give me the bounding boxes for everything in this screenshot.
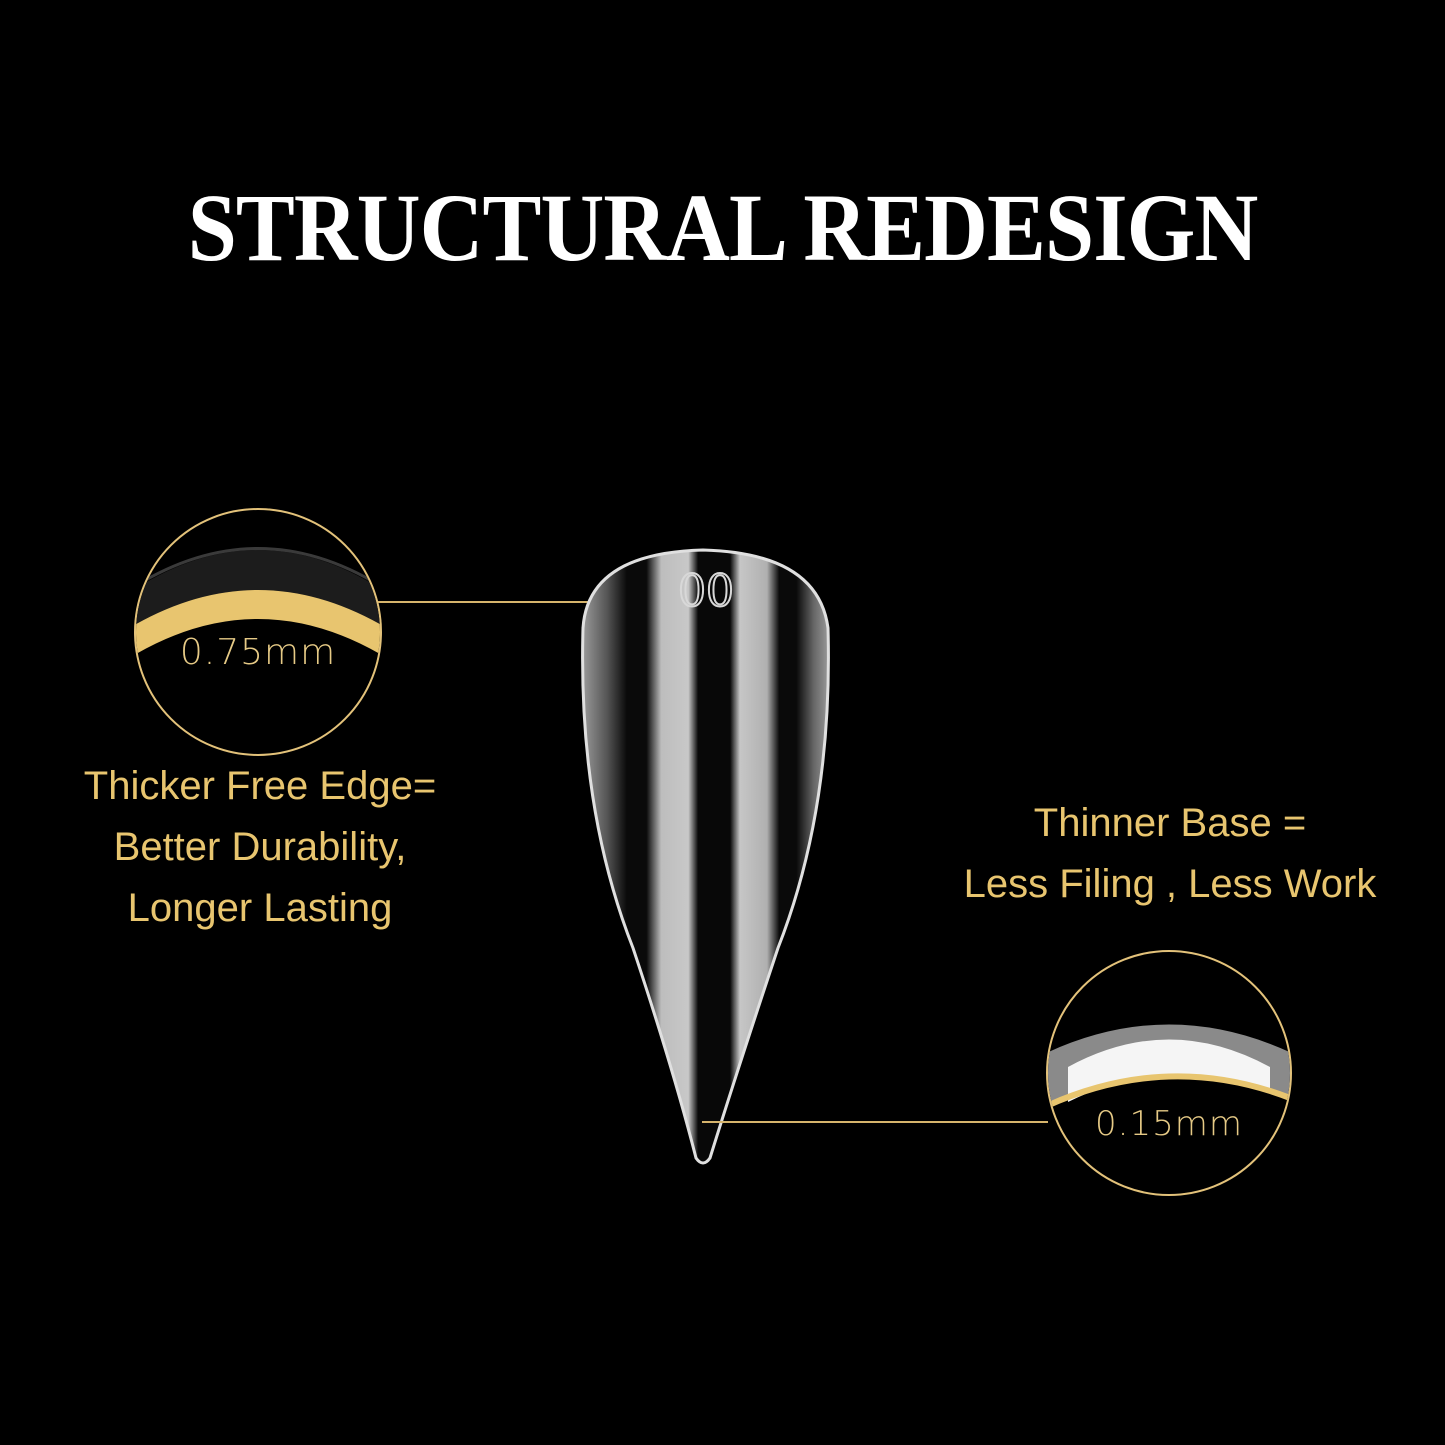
free-edge-measurement: 0.75mm [179, 632, 337, 673]
free-edge-connector-line [378, 601, 652, 603]
thick-edge-cross-section-icon [136, 547, 380, 655]
size-marking: 00 [678, 566, 734, 617]
caption-line: Thinner Base = [1033, 801, 1307, 845]
caption-line: Longer Lasting [127, 886, 393, 930]
nail-tip-image: 00 [581, 548, 830, 1165]
caption-line: Better Durability, [113, 825, 407, 869]
free-edge-caption: Thicker Free Edge= Better Durability, Lo… [20, 756, 500, 939]
caption-line: Thicker Free Edge= [83, 764, 437, 808]
page-title: STRUCTURAL REDESIGN [187, 174, 1259, 281]
base-connector-line [702, 1121, 1048, 1123]
base-caption: Thinner Base = Less Filing , Less Work [910, 793, 1430, 915]
base-thickness-magnifier: 0.15mm [1046, 950, 1292, 1196]
thin-base-cross-section-icon [1048, 1024, 1290, 1109]
caption-line: Less Filing , Less Work [963, 862, 1377, 906]
free-edge-thickness-magnifier: 0.75mm [134, 508, 382, 756]
base-measurement: 0.15mm [1095, 1104, 1243, 1144]
